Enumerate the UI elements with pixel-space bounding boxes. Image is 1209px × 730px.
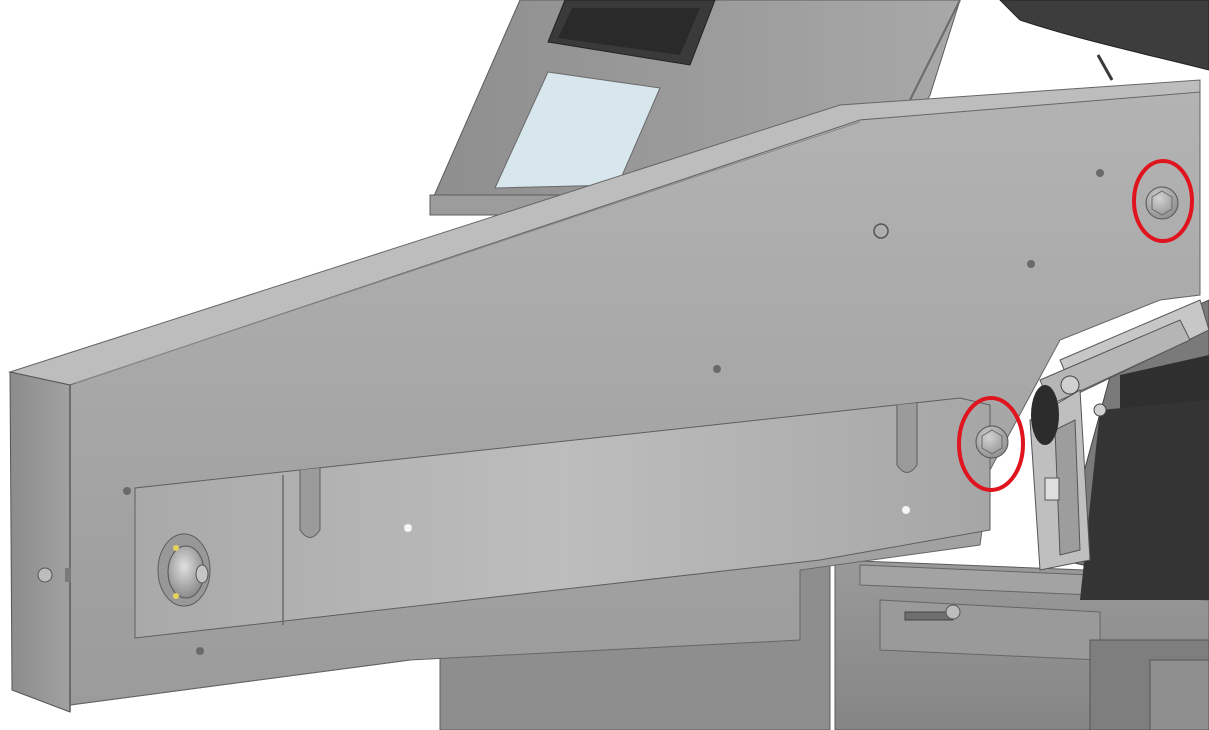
hole (1096, 169, 1104, 177)
slotted-plate (134, 397, 991, 639)
highlight-circle-upper (1132, 159, 1194, 243)
hole (713, 365, 721, 373)
adjustment-knob (157, 533, 211, 607)
hole (196, 647, 204, 655)
arm-end-cap (9, 371, 71, 713)
arm-assembly (8, 79, 1201, 713)
hole (123, 487, 131, 495)
hex-bolt-lower (975, 425, 1009, 459)
hex-bolt-upper (1145, 186, 1179, 220)
hole (1027, 260, 1035, 268)
linkage-mechanism (1029, 299, 1209, 600)
hole (37, 567, 53, 583)
hole (873, 223, 889, 239)
highlight-circle-lower (957, 396, 1025, 492)
